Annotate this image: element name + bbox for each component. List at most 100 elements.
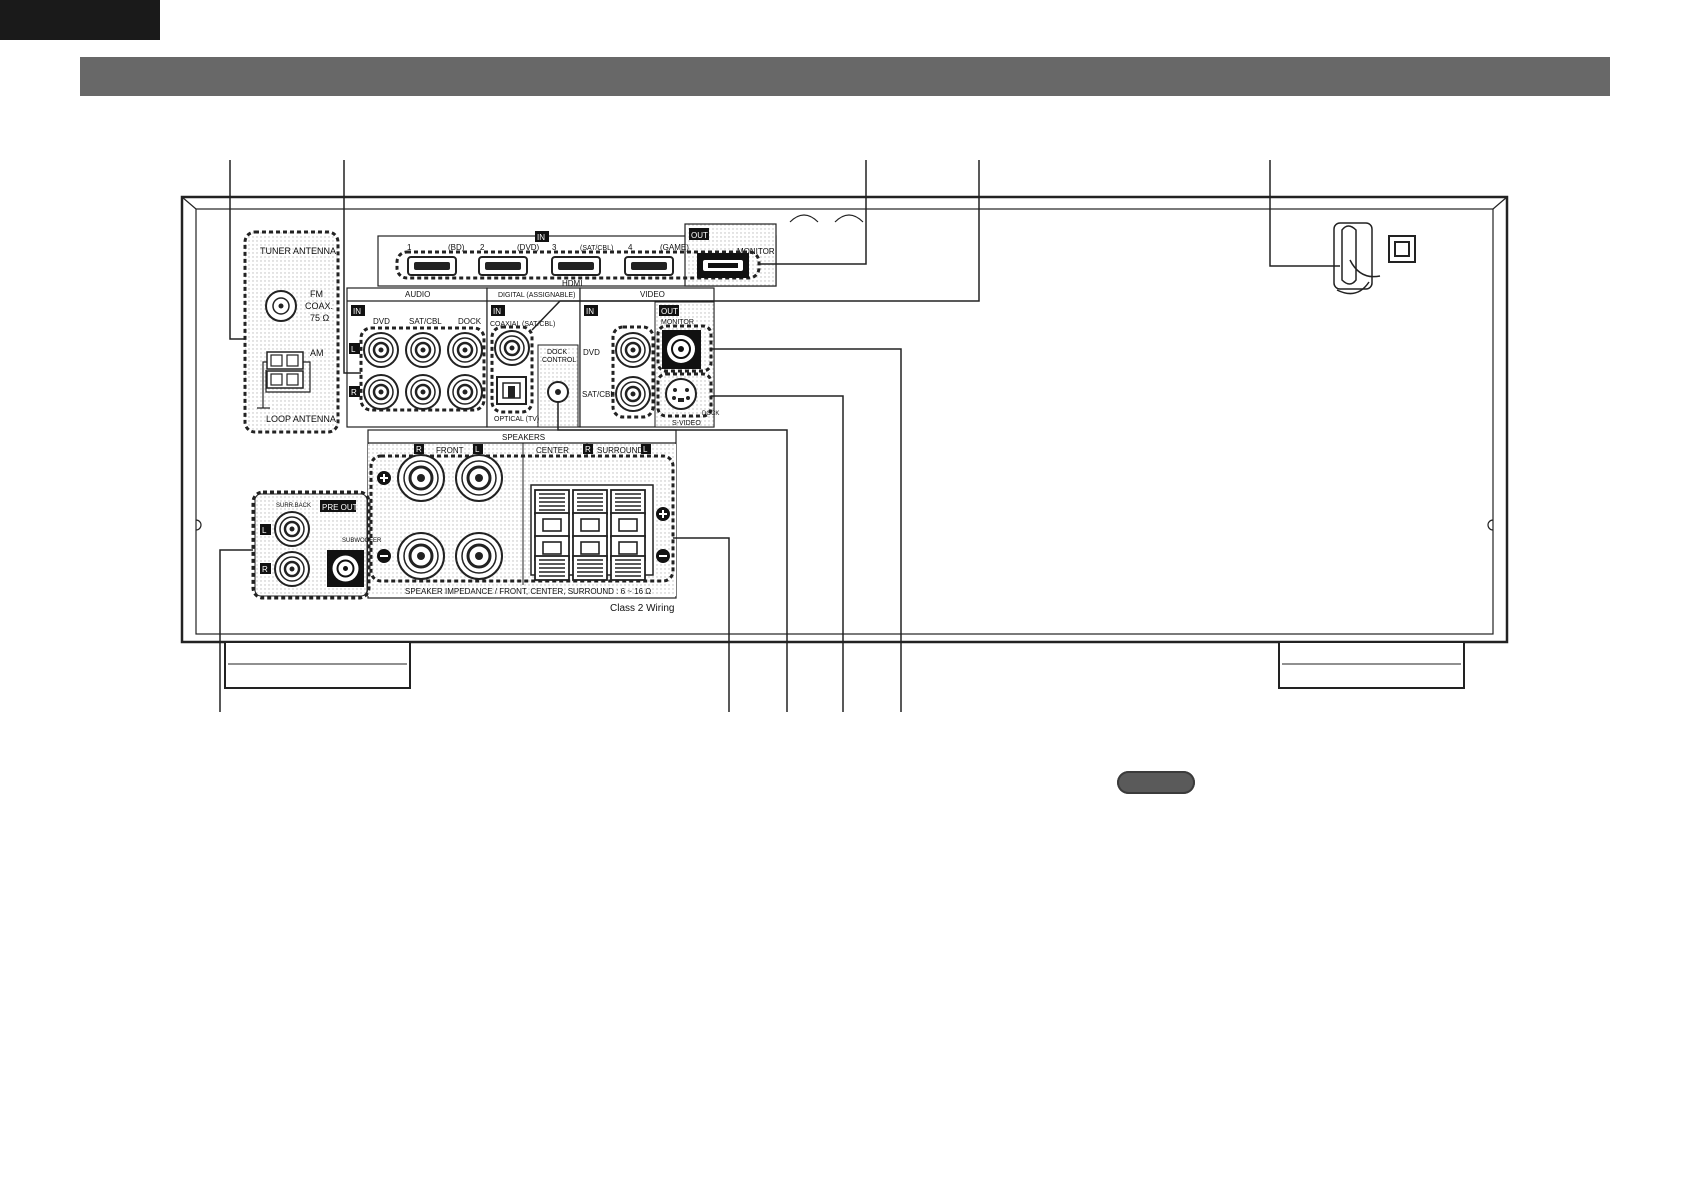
front-l-badge: L [475, 445, 480, 454]
speakers-label: SPEAKERS [502, 433, 545, 442]
foot-left [224, 641, 411, 689]
video-satcbl-label: SAT/CBL [582, 390, 615, 399]
front-l-plus-post[interactable] [454, 453, 504, 503]
front-label: FRONT [436, 446, 464, 455]
dock-control-label-1: DOCK [547, 349, 568, 356]
subwoofer-label: SUBWOOFER [342, 538, 382, 544]
dock-control-jack[interactable] [547, 381, 569, 403]
audio-satcbl-l-jack[interactable] [404, 331, 442, 369]
audio-dvd-l-jack[interactable] [362, 331, 400, 369]
hdmi-in-label: IN [537, 233, 545, 242]
hdmi-in-2-port[interactable] [478, 256, 528, 276]
pre-out-l-badge: L [262, 526, 267, 535]
tuner-antenna-label: TUNER ANTENNA [260, 246, 336, 256]
center-mid-clip [534, 512, 570, 538]
s-video-dock-label: DOCK [702, 411, 719, 417]
front-r-plus-post[interactable] [396, 453, 446, 503]
hdmi-in-4-port[interactable] [624, 256, 674, 276]
hdmi-section: IN OUT 1 (BD) 2 (DVD) 3 (SAT/CBL) 4 (GAM… [377, 223, 777, 288]
am-label: AM [310, 348, 324, 358]
surround-r-plus-clip[interactable] [572, 489, 608, 515]
audio-dvd-label: DVD [373, 317, 390, 326]
audio-r-label: R [351, 388, 357, 397]
section-header-bar [80, 57, 1610, 96]
surround-l-badge: L [643, 445, 648, 454]
plus-icon [377, 471, 391, 485]
audio-satcbl-label: SAT/CBL [409, 317, 442, 326]
coaxial-label: COAXIAL (SAT/CBL) [490, 321, 555, 328]
hdmi-1-name: (BD) [448, 243, 465, 252]
surround-label: SURROUND [597, 446, 643, 455]
front-l-minus-post[interactable] [454, 531, 504, 581]
audio-label: AUDIO [405, 290, 430, 299]
hdmi-in-3-port[interactable] [551, 256, 601, 276]
s-video-dock-jack[interactable] [665, 378, 697, 410]
hdmi-monitor-out-port[interactable] [697, 253, 749, 278]
minus-icon [656, 549, 670, 563]
optical-label: OPTICAL (TV) [494, 416, 539, 423]
video-satcbl-jack[interactable] [614, 375, 652, 413]
front-r-minus-post[interactable] [396, 531, 446, 581]
surround-r-badge: R [585, 445, 591, 454]
audio-dock-r-jack[interactable] [446, 373, 484, 411]
double-insulation-symbol [1388, 235, 1416, 263]
fm-label: FM [310, 289, 323, 299]
audio-dock-label: DOCK [458, 317, 482, 326]
digital-in-label: IN [493, 307, 501, 316]
digital-optical-jack[interactable] [496, 376, 527, 405]
video-monitor-out-jack[interactable] [662, 330, 701, 369]
video-label: VIDEO [640, 290, 665, 299]
digital-section: DIGITAL (ASSIGNABLE) IN COAXIAL (SAT/CBL… [490, 292, 576, 423]
center-plus-clip[interactable] [534, 489, 570, 515]
hdmi-out-label: OUT [691, 231, 708, 240]
hdmi-3-name: (SAT/CBL) [580, 245, 613, 252]
video-out-label: OUT [661, 307, 678, 316]
note-badge [1117, 771, 1195, 794]
coax-label: COAX. [305, 301, 333, 311]
hdmi-label: HDMI [562, 279, 582, 288]
hdmi-1-number: 1 [407, 243, 412, 252]
foot-right [1278, 641, 1465, 689]
surround-l-minus-clip[interactable] [610, 555, 646, 581]
audio-dock-l-jack[interactable] [446, 331, 484, 369]
video-in-label: IN [586, 307, 594, 316]
ohm-label: 75 Ω [310, 313, 330, 323]
video-section: VIDEO IN OUT MONITOR DVD SAT/CBL DOCK S-… [582, 290, 719, 427]
loop-antenna-label: LOOP ANTENNA [266, 414, 336, 424]
pre-out-r-badge: R [262, 565, 268, 574]
digital-label: DIGITAL (ASSIGNABLE) [498, 292, 575, 299]
video-dvd-jack[interactable] [614, 331, 652, 369]
center-minus-clip[interactable] [534, 555, 570, 581]
video-monitor-label: MONITOR [661, 319, 694, 326]
digital-coaxial-jack[interactable] [493, 329, 531, 367]
surr-back-label: SURR.BACK [276, 503, 311, 509]
audio-satcbl-r-jack[interactable] [404, 373, 442, 411]
hdmi-4-number: 4 [628, 243, 633, 252]
subwoofer-jack[interactable] [327, 550, 364, 587]
audio-l-label: L [351, 345, 356, 354]
pre-out-label: PRE OUT [322, 503, 358, 512]
pre-out-section: SURR.BACK PRE OUT L R SUBWOOFER [251, 490, 382, 600]
surround-l-plus-clip[interactable] [610, 489, 646, 515]
surround-r-minus-clip[interactable] [572, 555, 608, 581]
power-cord[interactable] [1333, 222, 1381, 295]
callout-lines [219, 160, 1340, 712]
center-label: CENTER [536, 446, 569, 455]
corner-tab [0, 0, 160, 40]
dock-control-label-2: CONTROL [542, 357, 576, 364]
hdmi-4-name: (GAME) [660, 243, 689, 252]
hdmi-out-badge [689, 228, 709, 240]
fm-coax-jack[interactable] [265, 290, 297, 322]
hdmi-in-badge [535, 231, 549, 242]
hdmi-in-1-port[interactable] [407, 256, 457, 276]
hdmi-3-number: 3 [552, 243, 557, 252]
audio-dvd-r-jack[interactable] [362, 373, 400, 411]
minus-icon [377, 549, 391, 563]
am-terminal[interactable] [257, 351, 311, 409]
surr-back-r-jack[interactable] [273, 550, 311, 588]
surr-back-l-jack[interactable] [273, 510, 311, 548]
audio-section: AUDIO IN DVD SAT/CBL DOCK L R [349, 290, 486, 412]
plus-icon [656, 507, 670, 521]
front-r-badge: R [416, 445, 422, 454]
